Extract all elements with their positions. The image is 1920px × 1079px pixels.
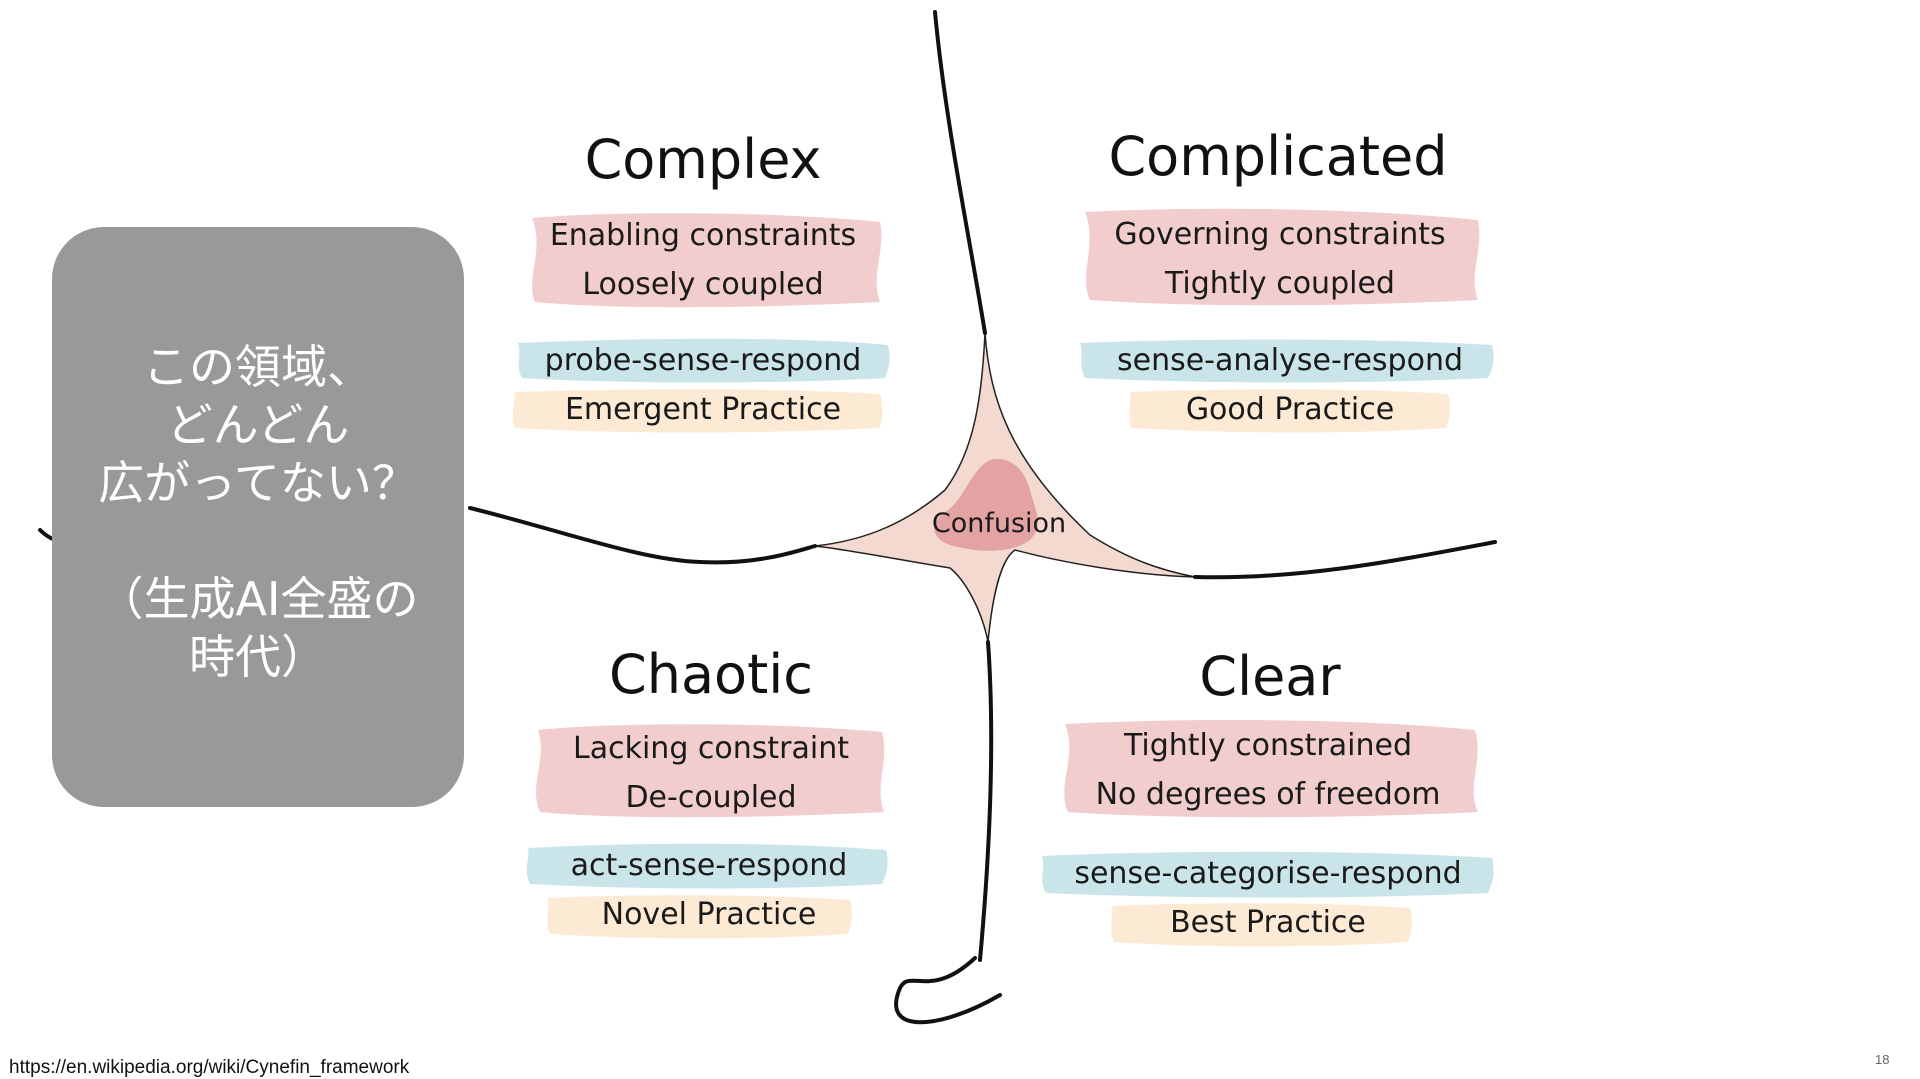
domain-complex: Complex Enabling constraints Loosely cou… (545, 128, 862, 427)
boundary-top (933, 10, 987, 335)
callout-box: この領域、 どんどん 広がってない？ （生成AI全盛の 時代） (52, 227, 464, 807)
boundary-bottom (978, 640, 994, 962)
chaotic-constraint-1: Lacking constraint (573, 731, 849, 766)
boundary-bottom-curl (894, 956, 1002, 1025)
complicated-constraint-2: Tightly coupled (1164, 266, 1395, 301)
boundary-right (1193, 540, 1497, 580)
chaotic-approach: act-sense-respond (571, 848, 848, 883)
complex-approach: probe-sense-respond (545, 343, 862, 378)
complicated-constraint-highlight (1085, 208, 1480, 306)
complicated-constraint-1: Governing constraints (1114, 217, 1445, 252)
complex-practice-highlight (512, 389, 883, 433)
callout-text: この領域、 どんどん 広がってない？ （生成AI全盛の 時代） (97, 340, 419, 684)
highlights (512, 208, 1494, 947)
chaotic-title: Chaotic (609, 643, 813, 706)
chaotic-constraint-highlight (536, 724, 885, 818)
clear-approach: sense-categorise-respond (1074, 856, 1461, 891)
chaotic-approach-highlight (526, 843, 888, 889)
complex-title: Complex (585, 128, 822, 191)
complex-approach-highlight (518, 338, 890, 383)
complex-constraint-2: Loosely coupled (582, 267, 823, 302)
page-number: 18 (1875, 1052, 1890, 1067)
complex-constraint-1: Enabling constraints (550, 218, 856, 253)
boundary-lines (38, 10, 1497, 1025)
chaotic-constraint-2: De-coupled (625, 780, 796, 815)
complicated-title: Complicated (1108, 125, 1447, 188)
complicated-practice: Good Practice (1186, 392, 1394, 427)
chaotic-practice-highlight (547, 895, 853, 939)
complicated-approach-highlight (1080, 339, 1494, 383)
domain-clear: Clear Tightly constrained No degrees of … (1074, 645, 1461, 940)
clear-practice: Best Practice (1170, 905, 1366, 940)
clear-title: Clear (1199, 645, 1341, 708)
chaotic-practice: Novel Practice (602, 897, 817, 932)
source-link[interactable]: https://en.wikipedia.org/wiki/Cynefin_fr… (9, 1057, 410, 1078)
complicated-practice-highlight (1129, 389, 1451, 433)
domain-chaotic: Chaotic Lacking constraint De-coupled ac… (571, 643, 850, 932)
confusion-label: Confusion (932, 508, 1066, 539)
clear-constraint-2: No degrees of freedom (1096, 777, 1441, 812)
domain-complicated: Complicated Governing constraints Tightl… (1108, 125, 1463, 427)
clear-approach-highlight (1042, 851, 1494, 898)
clear-constraint-1: Tightly constrained (1123, 728, 1412, 763)
complex-practice: Emergent Practice (565, 392, 841, 427)
confusion-core (934, 459, 1038, 551)
clear-practice-highlight (1111, 903, 1413, 947)
boundary-left (468, 506, 817, 565)
clear-constraint-highlight (1064, 720, 1478, 818)
complex-constraint-highlight (532, 213, 882, 308)
complicated-approach: sense-analyse-respond (1117, 343, 1463, 378)
